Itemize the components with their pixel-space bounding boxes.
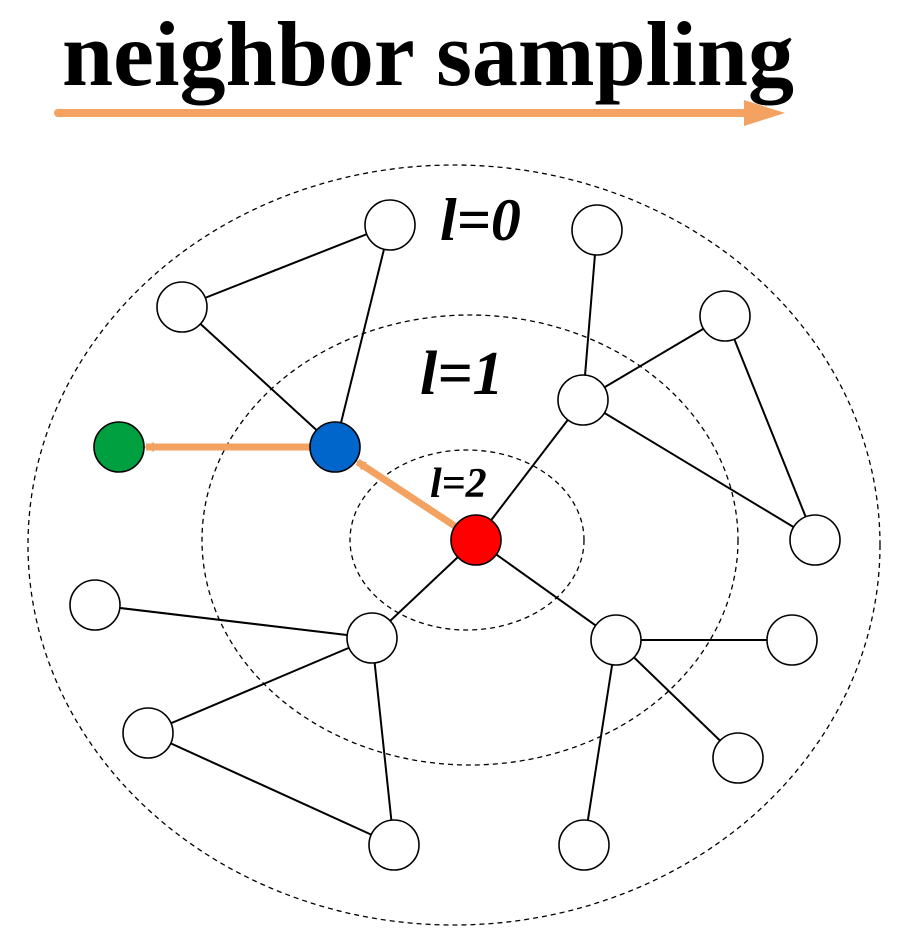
node-neighbor-n8 bbox=[590, 614, 642, 666]
edge-n7-n11 bbox=[371, 637, 395, 846]
nodes-group bbox=[69, 199, 841, 871]
edge-n10-n11 bbox=[147, 732, 395, 846]
edge-n7-n10 bbox=[147, 637, 373, 734]
edge-n5-n6 bbox=[724, 315, 816, 541]
edge-n4-n5 bbox=[582, 315, 726, 401]
node-neighbor-n14 bbox=[558, 819, 610, 871]
node-neighbor-n5 bbox=[699, 290, 751, 342]
ring-layer-2 bbox=[349, 449, 585, 631]
node-neighbor-n3 bbox=[571, 204, 623, 256]
node-output-green bbox=[93, 421, 145, 473]
node-neighbor-n10 bbox=[122, 707, 174, 759]
node-neighbor-n12 bbox=[766, 614, 818, 666]
node-neighbor-n6 bbox=[789, 514, 841, 566]
edge-n4-red bbox=[475, 399, 584, 541]
sampling-arrow-red-to-blue bbox=[355, 458, 458, 530]
edge-n1-blue bbox=[334, 224, 391, 448]
node-neighbor-n7 bbox=[346, 612, 398, 664]
node-neighbor-n11 bbox=[368, 819, 420, 871]
layer-label-l0: l=0 bbox=[440, 187, 521, 253]
edge-n4-n6 bbox=[582, 399, 816, 541]
layer-label-l2: l=2 bbox=[430, 461, 487, 507]
edge-n7-n9 bbox=[94, 604, 373, 639]
node-target-red bbox=[450, 514, 502, 566]
edge-n3-n4 bbox=[582, 229, 598, 401]
layer-label-l1: l=1 bbox=[420, 340, 504, 408]
ring-layer-1 bbox=[201, 314, 739, 766]
node-neighbor-n2 bbox=[156, 281, 208, 333]
title-arrow-head bbox=[744, 100, 785, 126]
ring-layer-0 bbox=[27, 164, 881, 926]
diagram-title: neighbor sampling bbox=[62, 3, 794, 105]
edge-n1-n2 bbox=[181, 224, 391, 308]
node-neighbor-n13 bbox=[712, 732, 764, 784]
node-neighbor-n9 bbox=[69, 579, 121, 631]
node-neighbor-n1 bbox=[364, 199, 416, 251]
edge-n8-n13 bbox=[615, 639, 739, 759]
node-sampled-blue bbox=[309, 421, 361, 473]
node-neighbor-n4 bbox=[557, 374, 609, 426]
arrows-group bbox=[144, 442, 458, 530]
edge-n8-n14 bbox=[583, 639, 617, 846]
edge-n2-blue bbox=[181, 306, 336, 448]
edge-red-n8 bbox=[475, 539, 617, 641]
